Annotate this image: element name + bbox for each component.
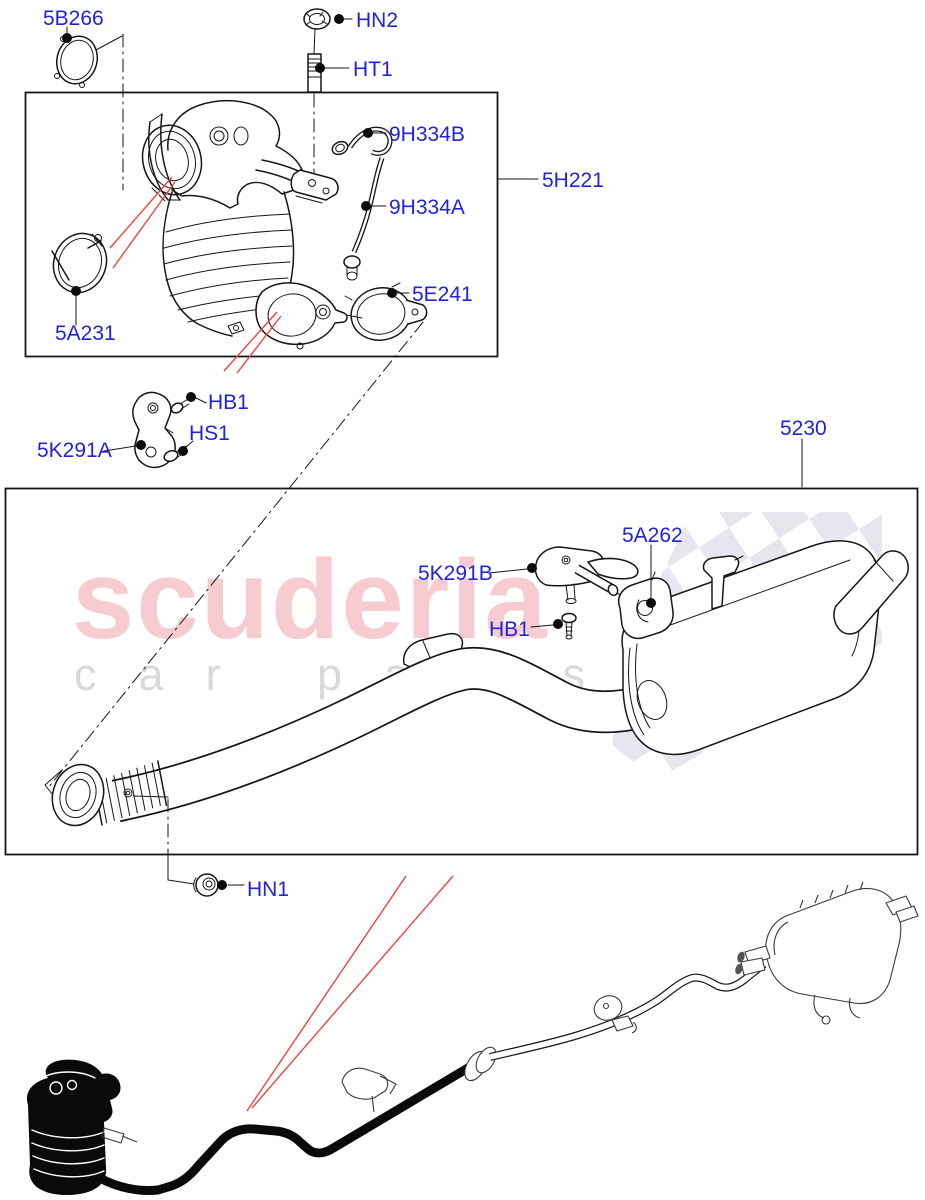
nut-hn1-drawing (132, 795, 219, 897)
gasket-drawing (54, 33, 124, 191)
callout-isolator-label[interactable]: 5A262 (622, 524, 683, 547)
pointer-lines-converter (109, 176, 282, 374)
converter-group-box (24, 91, 499, 358)
projection-line (47, 321, 424, 789)
callout-exhaust-group-label[interactable]: 5230 (780, 417, 827, 440)
callout-screw-front-label[interactable]: HS1 (189, 422, 230, 445)
callout-gasket-label[interactable]: 5B266 (43, 7, 104, 30)
front-pipe-drawing (111, 646, 652, 823)
front-bracket-screw-drawing (163, 445, 187, 463)
inlet-clamp-drawing (51, 232, 108, 294)
callout-tube-upper-label[interactable]: 9H334B (389, 123, 465, 146)
callout-clamp-outlet-label[interactable]: 5E241 (412, 283, 473, 306)
callout-clamp-inlet-label[interactable]: 5A231 (55, 322, 116, 345)
muffler-drawing (621, 540, 909, 756)
isolator-drawing (617, 571, 674, 640)
stud-ht1-drawing (307, 53, 322, 179)
flex-joint-drawing (44, 760, 168, 827)
callout-bolt-rear-label[interactable]: HB1 (489, 618, 530, 641)
front-bracket-bolt-drawing (170, 397, 191, 414)
callout-nut-upper-label[interactable]: HN2 (356, 9, 398, 32)
callout-stud-label[interactable]: HT1 (353, 58, 393, 81)
tube-lower-drawing (343, 157, 385, 281)
watermark-brand: scuderia (72, 537, 549, 662)
rear-bracket-bolt-drawing (561, 612, 577, 640)
callout-bolt-front-label[interactable]: HB1 (208, 391, 249, 414)
callout-converter-group-label[interactable]: 5H221 (542, 169, 604, 192)
callout-bracket-front-label[interactable]: 5K291A (37, 439, 112, 462)
callout-leaders (62, 14, 803, 890)
outlet-clamp-drawing (344, 282, 428, 341)
pointer-lines-location (246, 875, 454, 1112)
callout-nut-lower-label[interactable]: HN1 (247, 878, 289, 901)
callout-bracket-rear-label[interactable]: 5K291B (418, 562, 493, 585)
exhaust-group-box (4, 487, 919, 856)
location-thumbnail (26, 881, 919, 1196)
nut-hn2-drawing (303, 8, 331, 55)
catalytic-converter-drawing (141, 99, 363, 350)
callout-tube-lower-label[interactable]: 9H334A (389, 196, 465, 219)
